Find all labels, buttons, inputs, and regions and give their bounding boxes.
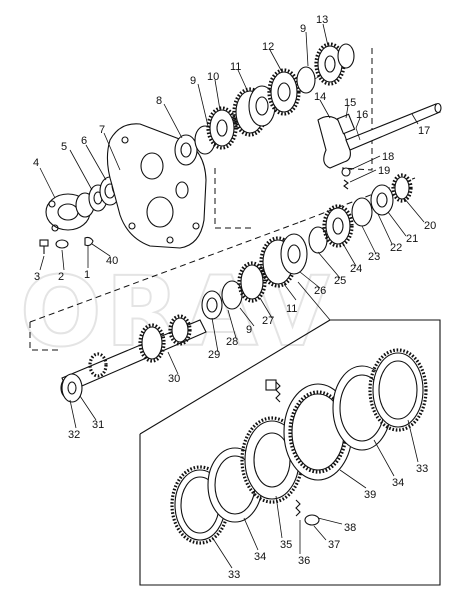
callout-6: 6 [81, 135, 87, 147]
bearings-27-29 [201, 261, 267, 320]
callout-11-upper: 11 [230, 61, 241, 73]
callout-25: 25 [334, 275, 346, 287]
gear-13 [314, 42, 355, 86]
callout-9-upper-right: 9 [300, 23, 306, 35]
callout-29: 29 [208, 349, 220, 361]
callout-28: 28 [226, 336, 238, 348]
callout-14: 14 [314, 91, 326, 103]
callout-1: 1 [84, 269, 90, 281]
detent-parts-18-19 [341, 167, 351, 190]
callout-36: 36 [298, 555, 310, 567]
synchro-assembly-lower [259, 233, 308, 288]
callout-33-right: 33 [416, 463, 428, 475]
callout-34-right: 34 [392, 477, 404, 489]
callout-35: 35 [280, 539, 292, 551]
callout-4: 4 [33, 157, 39, 169]
callout-20: 20 [424, 220, 436, 232]
callout-17: 17 [418, 125, 430, 137]
callout-39: 39 [364, 489, 376, 501]
callout-37: 37 [328, 539, 340, 551]
detail-leader-lines [213, 419, 419, 569]
callout-12: 12 [262, 41, 274, 53]
callout-labels: 4 5 6 7 8 9 10 11 12 9 13 14 15 16 17 18… [33, 14, 436, 581]
callout-3: 3 [34, 271, 40, 283]
callout-33-left: 33 [228, 569, 240, 581]
callout-10: 10 [207, 71, 219, 83]
synchro-ring-33-right [368, 348, 428, 432]
synchronizer-detail-box [139, 281, 441, 586]
front-bearing-31-32 [61, 373, 83, 403]
callout-18: 18 [382, 151, 394, 163]
callout-24: 24 [350, 263, 362, 275]
callout-11-lower: 11 [286, 303, 297, 315]
callout-15: 15 [344, 97, 356, 109]
callout-31: 31 [92, 419, 104, 431]
callout-30: 30 [168, 373, 180, 385]
output-flange [45, 192, 95, 232]
shift-fork-and-rail [317, 102, 442, 169]
callout-38: 38 [344, 522, 356, 534]
synchro-assembly-upper [232, 85, 276, 137]
gear-10 [194, 106, 238, 155]
callout-9-lower: 9 [246, 324, 252, 336]
callout-23: 23 [368, 251, 380, 263]
bolt-washer-front [39, 236, 94, 254]
callout-16: 16 [356, 109, 368, 121]
spring-pin-36-38 [265, 379, 320, 526]
callout-9-upper-left: 9 [190, 75, 196, 87]
gear-set-20-25 [308, 173, 413, 254]
callout-13: 13 [316, 14, 328, 26]
callout-22: 22 [390, 242, 402, 254]
bearing-8 [174, 134, 198, 166]
callout-2: 2 [58, 271, 64, 283]
callout-19: 19 [378, 165, 390, 177]
callout-26: 26 [314, 285, 326, 297]
callout-32: 32 [68, 429, 80, 441]
callout-7: 7 [99, 124, 105, 136]
leader-lines [39, 23, 425, 429]
callout-40: 40 [106, 255, 118, 267]
gear-12 [267, 66, 316, 116]
callout-34-left: 34 [254, 551, 266, 563]
callout-5: 5 [61, 141, 67, 153]
callout-8: 8 [156, 95, 162, 107]
callout-27: 27 [262, 315, 274, 327]
callout-21: 21 [406, 233, 418, 245]
